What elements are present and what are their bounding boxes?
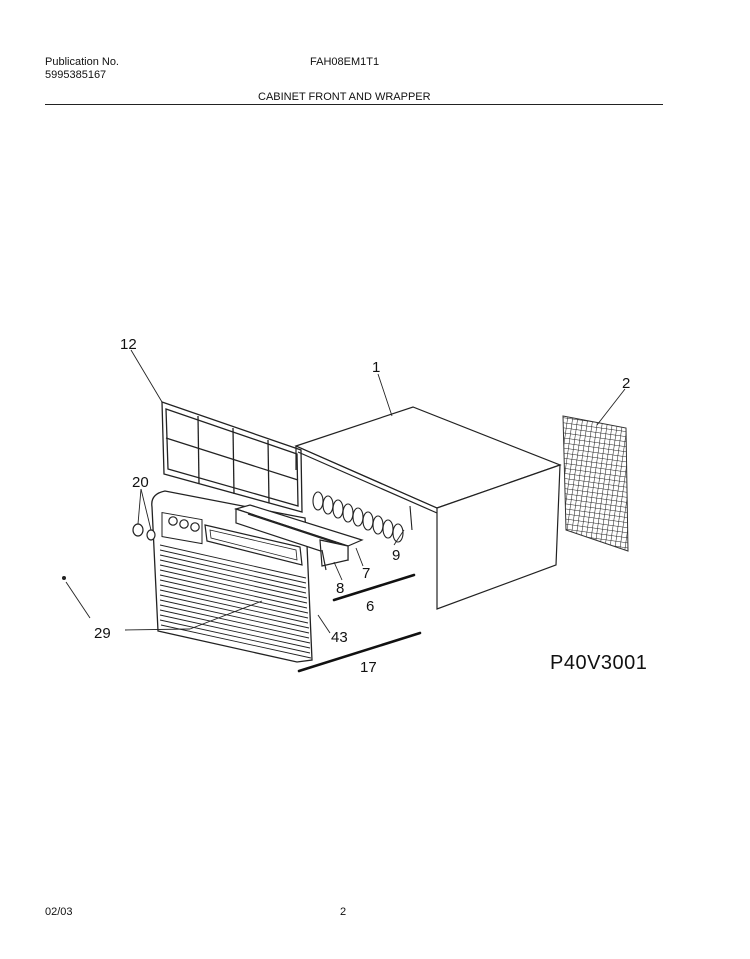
screw-part-29	[62, 576, 66, 580]
section-title: CABINET FRONT AND WRAPPER	[258, 91, 431, 103]
callout-6: 6	[366, 598, 374, 615]
publication-label: Publication No.	[45, 56, 119, 68]
control-knobs-part-20	[132, 523, 156, 541]
callout-8: 8	[336, 580, 344, 597]
drawing-code: P40V3001	[550, 652, 647, 674]
callout-9: 9	[392, 547, 400, 564]
control-housing-part-7-8	[233, 504, 364, 571]
callout-12: 12	[120, 336, 137, 353]
callout-1: 1	[372, 359, 380, 376]
footer-page-number: 2	[340, 906, 347, 918]
air-filter-part-12	[161, 401, 303, 513]
callout-7: 7	[362, 565, 370, 582]
cabinet-wrapper-part-1	[294, 406, 562, 610]
leader-lines	[65, 349, 626, 634]
header-rule	[45, 104, 663, 105]
callout-20: 20	[132, 474, 149, 491]
callout-2: 2	[622, 375, 630, 392]
callout-29: 29	[94, 625, 111, 642]
publication-number: 5995385167	[45, 69, 107, 81]
callout-43: 43	[331, 629, 348, 646]
seal-strip-part-17	[297, 631, 422, 673]
seal-strip-part-6	[332, 573, 416, 602]
rear-grille-part-2	[562, 415, 629, 552]
footer-date: 02/03	[45, 906, 73, 918]
model-number: FAH08EM1T1	[310, 56, 380, 68]
coil-fins-part-9	[312, 491, 413, 543]
callout-17: 17	[360, 659, 377, 676]
